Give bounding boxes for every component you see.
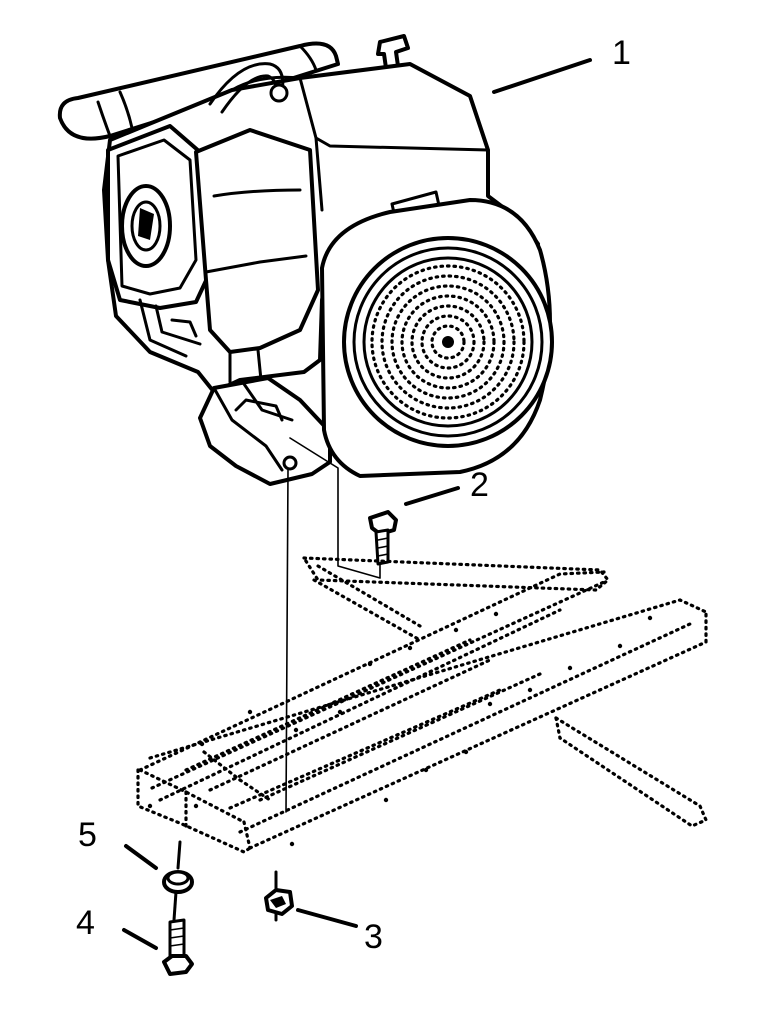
leader-line-2 [404,486,460,506]
callout-4: 4 [76,904,95,942]
leader-line-3 [296,908,358,928]
mounting-frame [136,556,709,854]
bolt-bottom [162,918,194,976]
leader-line-1 [492,58,592,94]
callout-3: 3 [364,918,383,956]
alignment-lines [285,437,381,813]
callout-1: 1 [612,34,631,72]
bolt-top [368,510,398,566]
callout-2: 2 [470,466,489,504]
nut-bottom [264,870,294,922]
leader-line-4 [122,928,158,950]
callout-5: 5 [78,816,97,854]
leader-line-5 [124,844,158,870]
spacer [162,840,194,922]
engine [57,34,554,486]
